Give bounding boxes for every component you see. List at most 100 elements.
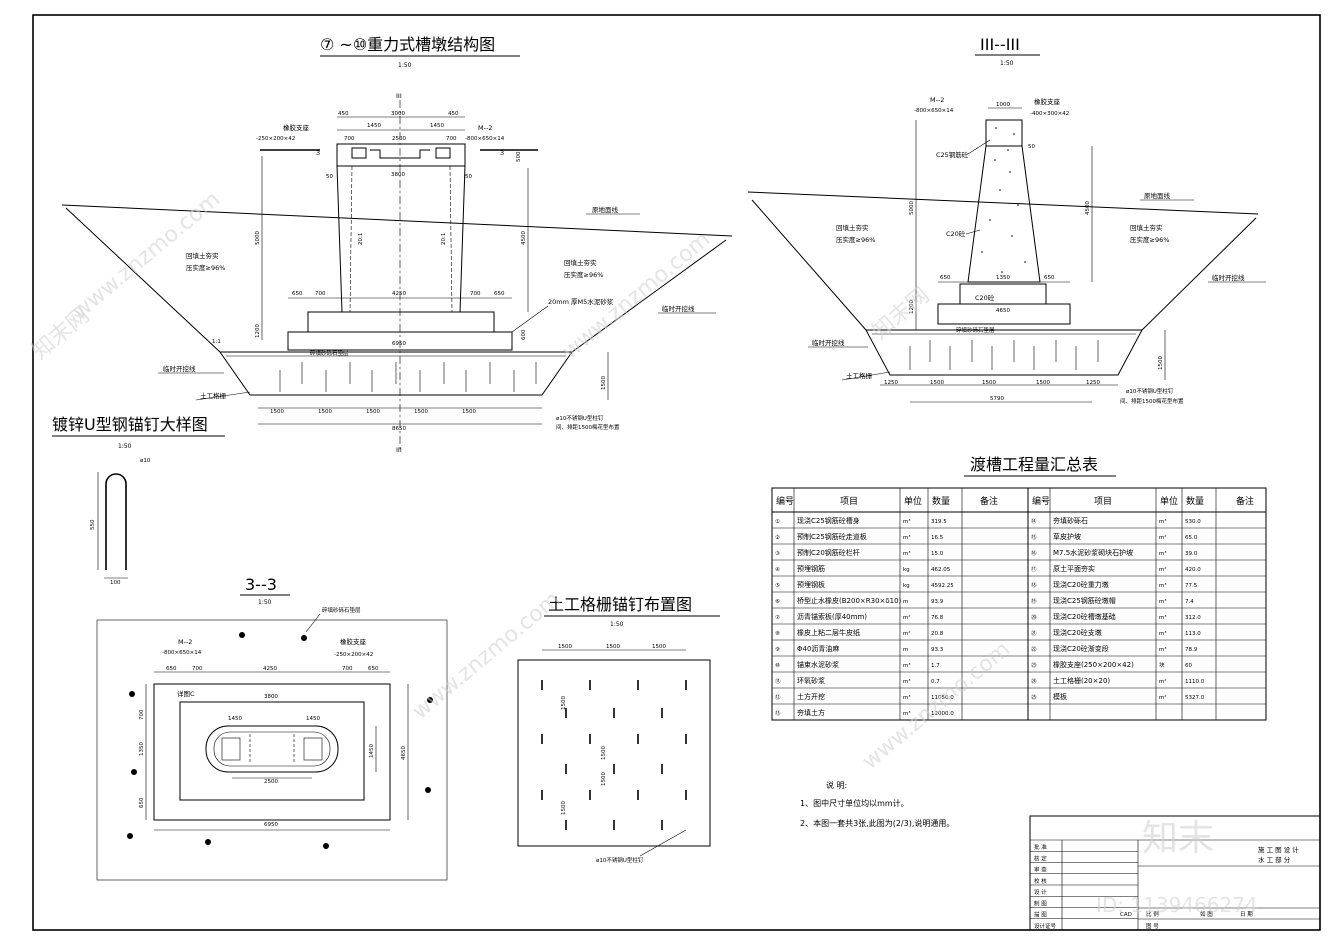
table-cell-left: 沥青锚索板(厚40mm) — [797, 612, 867, 621]
table-cell-right: 块 — [1159, 661, 1165, 669]
svg-text:1250: 1250 — [884, 380, 898, 386]
table-cell-left: 4592.25 — [931, 583, 954, 589]
svg-text:www.znzmo.com: www.znzmo.com — [558, 227, 715, 365]
svg-text:详图C: 详图C — [177, 689, 195, 698]
svg-text:650: 650 — [139, 797, 145, 808]
bearing-spec: -250×200×42 — [256, 136, 295, 142]
svg-text:原地面线: 原地面线 — [592, 205, 619, 214]
svg-text:www.znzmo.com: www.znzmo.com — [858, 637, 1015, 775]
svg-text:-800×650×14: -800×650×14 — [914, 108, 954, 114]
table-cell-right: 60 — [1185, 663, 1192, 669]
plan-title: 3--3 — [245, 575, 277, 594]
table-cell-left: 20.8 — [931, 631, 944, 637]
title-block-row: 设计证号 — [1034, 922, 1057, 930]
table-cell-right: m³ — [1159, 598, 1167, 605]
svg-text:3: 3 — [500, 149, 504, 157]
svg-text:-250×200×42: -250×200×42 — [334, 652, 373, 658]
table-cell-left: 12000.0 — [931, 711, 954, 717]
table-cell-left: ⑤ — [775, 583, 780, 589]
svg-text:压实度≥96%: 压实度≥96% — [186, 263, 225, 272]
svg-text:100: 100 — [110, 580, 121, 586]
svg-text:1500: 1500 — [606, 644, 620, 650]
table-cell-left: 11050.0 — [931, 695, 954, 701]
table-cell-right: m³ — [1159, 582, 1167, 589]
svg-text:1:50: 1:50 — [1000, 60, 1014, 67]
table-cell-left: 现浇C25钢筋砼槽身 — [797, 516, 860, 525]
svg-text:碎填砂砾石垫层: 碎填砂砾石垫层 — [322, 606, 361, 614]
table-cell-right: ⑰ — [1031, 565, 1037, 573]
table-cell-left: ② — [775, 534, 780, 541]
svg-text:-400×300×42: -400×300×42 — [1030, 111, 1069, 117]
table-cell-right: ⑯ — [1031, 549, 1037, 557]
table-cell-left: ⑩ — [775, 662, 780, 669]
table-header: 单位 — [904, 495, 922, 507]
table-header: 编号 — [776, 495, 794, 507]
table-cell-left: ⑬ — [775, 709, 781, 717]
svg-text:4650: 4650 — [996, 308, 1010, 314]
svg-text:橡胶支座: 橡胶支座 — [1034, 97, 1061, 106]
svg-text:5790: 5790 — [990, 396, 1004, 402]
table-cell-right: 78.9 — [1185, 647, 1198, 653]
svg-text:2500: 2500 — [264, 779, 278, 785]
table-cell-left: 319.5 — [931, 519, 947, 525]
svg-text:4250: 4250 — [392, 291, 406, 297]
table-cell-left: m³ — [903, 662, 911, 669]
grid-layout: 土工格栅锚钉布置图 1:50 1500 1500 1500 1500 1500 … — [517, 595, 720, 864]
table-cell-left: m² — [903, 614, 911, 621]
svg-text:如 图: 如 图 — [1200, 910, 1213, 918]
svg-text:M--2: M--2 — [478, 124, 492, 132]
svg-text:5000: 5000 — [255, 231, 261, 245]
svg-text:700: 700 — [446, 136, 457, 142]
svg-text:1500: 1500 — [601, 376, 607, 390]
svg-text:1000: 1000 — [996, 102, 1010, 108]
svg-text:回填土夯实: 回填土夯实 — [1130, 223, 1163, 232]
svg-text:碎填砂砾石垫层: 碎填砂砾石垫层 — [956, 326, 995, 334]
table-cell-right: 橡胶支座(250×200×42) — [1053, 660, 1134, 669]
watermark-id: ID: 1139466274 — [1096, 893, 1258, 917]
svg-text:1500: 1500 — [318, 409, 332, 415]
svg-text:1500: 1500 — [601, 772, 607, 786]
grid-title: 土工格栅锚钉布置图 — [548, 595, 692, 614]
svg-text:650: 650 — [368, 666, 379, 672]
svg-text:450: 450 — [448, 111, 459, 117]
table-cell-left: m³ — [903, 518, 911, 525]
svg-text:1500: 1500 — [1036, 380, 1050, 386]
table-cell-right: ⑲ — [1031, 597, 1037, 605]
svg-text:20mm 厚M5水泥砂浆: 20mm 厚M5水泥砂浆 — [548, 297, 614, 306]
svg-text:1200: 1200 — [255, 324, 261, 338]
table-cell-left: 预埋钢筋 — [797, 564, 825, 573]
svg-text:-800×650×14: -800×650×14 — [162, 650, 202, 656]
table-cell-right: 草皮护坡 — [1053, 532, 1081, 541]
table-title: 渡槽工程量汇总表 — [970, 455, 1098, 474]
svg-text:450: 450 — [338, 111, 349, 117]
title-block-row: 审 查 — [1034, 866, 1047, 874]
table-cell-left: 16.5 — [931, 535, 944, 541]
svg-text:1200: 1200 — [909, 300, 915, 314]
svg-text:1500: 1500 — [561, 801, 567, 815]
svg-text:C20砼: C20砼 — [946, 229, 966, 238]
table-cell-right: ㉑ — [1031, 629, 1037, 637]
table-cell-left: 15.0 — [931, 551, 944, 557]
table-cell-left: ① — [775, 519, 780, 525]
table-cell-left: m² — [903, 630, 911, 637]
table-cell-left: 93.9 — [931, 599, 944, 605]
table-cell-left: 76.8 — [931, 615, 944, 621]
svg-text:日 期: 日 期 — [1240, 911, 1253, 918]
svg-text:图 号: 图 号 — [1146, 922, 1159, 930]
table-cell-left: 462.05 — [931, 567, 951, 573]
svg-text:临时开挖线: 临时开挖线 — [662, 304, 695, 313]
svg-text:6950: 6950 — [392, 341, 406, 347]
svg-text:土工格栅: 土工格栅 — [200, 391, 227, 400]
svg-text:700: 700 — [344, 136, 355, 142]
front-view: ⑦ ~⑩重力式槽墩结构图 1:50 III III 450 1450 3000 … — [61, 35, 733, 454]
table-cell-right: 夯填砂砾石 — [1053, 516, 1088, 525]
svg-text:间、排距1500梅花型布置: 间、排距1500梅花型布置 — [556, 423, 620, 431]
svg-text:1500: 1500 — [462, 409, 476, 415]
table-cell-left: 93.3 — [931, 647, 944, 653]
table-cell-right: 77.5 — [1185, 583, 1198, 589]
svg-text:1:1: 1:1 — [212, 339, 221, 345]
table-cell-left: 1.7 — [931, 663, 940, 669]
